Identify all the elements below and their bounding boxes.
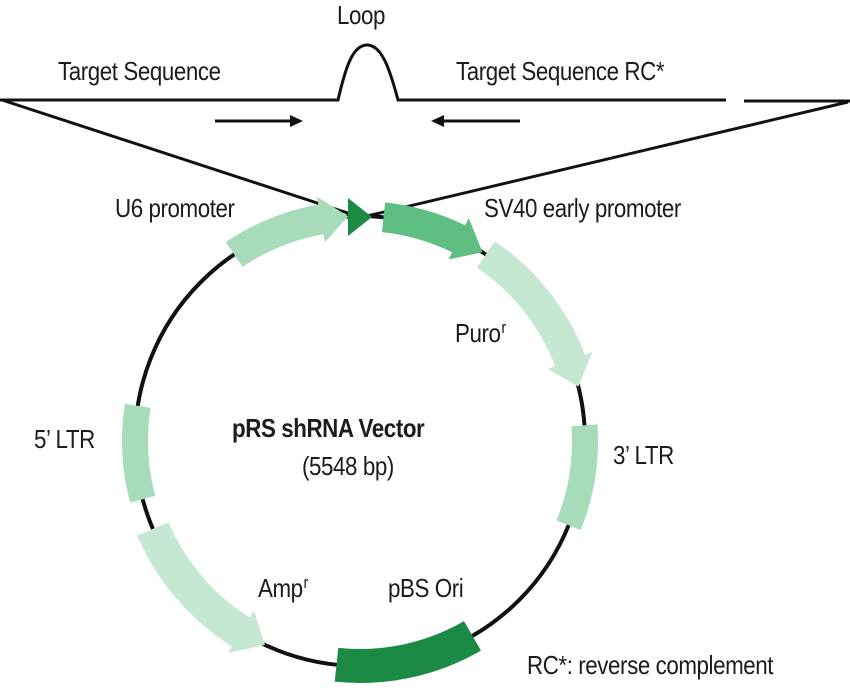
puro-label: Puror <box>455 318 506 349</box>
amp-text: Amp <box>258 573 303 603</box>
sv40-promoter-label: SV40 early promoter <box>484 193 681 223</box>
hairpin-strand <box>0 43 726 102</box>
vector-name: pRS shRNA Vector <box>232 413 425 443</box>
amp-label: Ampr <box>258 573 308 604</box>
expansion-line-left <box>1 98 361 219</box>
puro-superscript: r <box>501 318 506 337</box>
forward-arrowhead <box>290 115 303 127</box>
insert-diagram <box>0 43 850 219</box>
ltr3-block <box>556 424 598 531</box>
reverse-arrowhead <box>431 115 444 127</box>
feature-arcs <box>122 196 598 683</box>
vector-size: (5548 bp) <box>302 451 394 481</box>
ori-block <box>334 621 481 683</box>
loop-label: Loop <box>337 0 386 30</box>
ltr5-label: 5’ LTR <box>34 424 95 454</box>
sv40-promoter-arrow <box>381 202 483 260</box>
ori-label: pBS Ori <box>388 573 464 603</box>
amp-superscript: r <box>303 573 309 592</box>
shrna-insert-marker <box>348 198 372 236</box>
expansion-line-right <box>362 100 849 219</box>
puro-arrow <box>476 241 593 387</box>
target-sequence-rc-label: Target Sequence RC* <box>456 56 665 86</box>
ltr3-label: 3’ LTR <box>613 440 674 470</box>
amp-arrow <box>137 522 265 654</box>
ltr5-block <box>122 403 156 503</box>
footnote: RC*: reverse complement <box>527 650 774 680</box>
puro-text: Puro <box>455 318 501 348</box>
u6-promoter-label: U6 promoter <box>115 193 235 223</box>
u6-promoter-arrow <box>225 196 349 267</box>
target-sequence-label: Target Sequence <box>58 56 221 86</box>
